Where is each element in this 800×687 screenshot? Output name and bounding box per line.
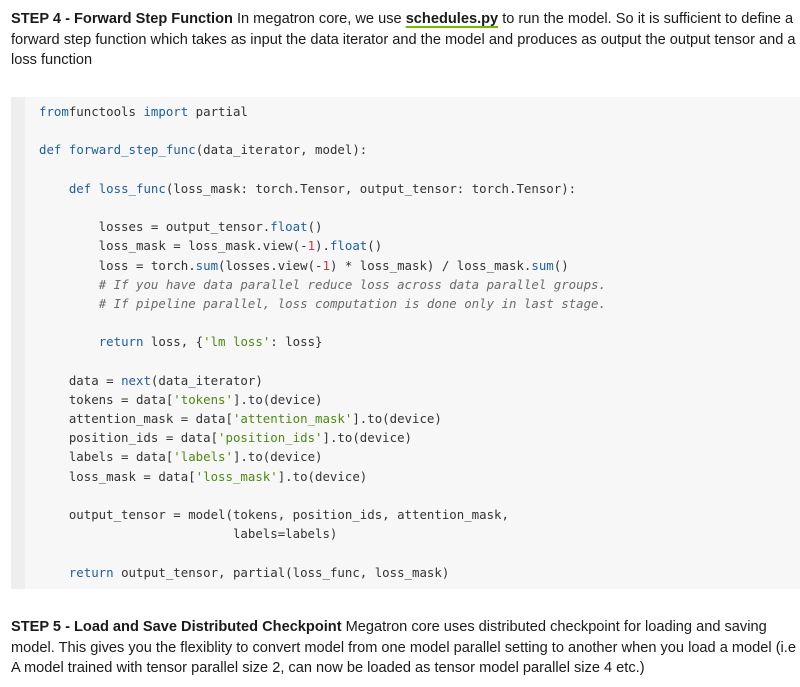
code-line: ​ [39, 313, 606, 332]
code-token: 1 [307, 238, 316, 254]
code-token: (losses.view(- [218, 257, 323, 273]
step4-title: STEP 4 - Forward Step Function [11, 11, 233, 27]
code-token [39, 277, 99, 292]
code-token: return [68, 564, 114, 580]
code-token: () [367, 238, 383, 254]
code-token: 'loss_mask' [195, 468, 278, 484]
code-token: 1 [322, 257, 330, 273]
code-token: # If pipeline parallel, loss computation… [98, 295, 606, 311]
code-token: functools [68, 104, 144, 119]
code-token: data = [39, 372, 122, 388]
code-token [39, 181, 69, 196]
code-block: fromfunctools import partial​def forward… [11, 97, 800, 589]
code-token: def [68, 180, 92, 196]
code-line: return output_tensor, partial(loss_func,… [39, 563, 606, 582]
code-line: ​ [39, 160, 606, 179]
code-token: attention_mask = data[ [39, 411, 233, 426]
step4-text-after-link: to run the model. So it is sufficient to… [11, 11, 796, 68]
code-line: def forward_step_func(data_iterator, mod… [39, 140, 606, 159]
code-line: ​ [39, 121, 606, 140]
code-token: ].to(device) [322, 430, 413, 446]
code-token: loss = torch. [39, 257, 196, 273]
code-line: data = next(data_iterator) [39, 371, 606, 390]
code-token: import [143, 104, 189, 119]
code-token [39, 296, 99, 311]
code-token: output_tensor = model(tokens, position_i… [39, 506, 509, 522]
code-token: loss, { [143, 334, 204, 350]
code-line: labels=labels) [39, 524, 606, 543]
code-line: fromfunctools import partial [39, 102, 606, 121]
code-token: labels=labels) [39, 526, 338, 542]
code-line: loss_mask = loss_mask.view(-1).float() [39, 236, 606, 255]
code-line: # If you have data parallel reduce loss … [39, 275, 606, 294]
step5-paragraph: STEP 5 - Load and Save Distributed Check… [11, 617, 796, 679]
code-token [91, 181, 98, 196]
code-content: fromfunctools import partial​def forward… [39, 102, 606, 582]
code-line: def loss_func(loss_mask: torch.Tensor, o… [39, 179, 606, 198]
code-token: : loss} [270, 334, 323, 350]
step4-paragraph: STEP 4 - Forward Step Function In megatr… [11, 9, 796, 71]
code-token: 'attention_mask' [232, 411, 353, 426]
code-token: ].to(device) [232, 449, 323, 465]
code-token: float [329, 238, 368, 254]
code-token: ). [315, 238, 330, 254]
code-line: # If pipeline parallel, loss computation… [39, 294, 606, 313]
code-token: float [270, 219, 308, 235]
code-token: partial [188, 104, 248, 119]
code-token: loss_func [98, 180, 166, 196]
code-token: sum [531, 257, 554, 273]
code-line: ​ [39, 198, 606, 217]
code-line: ​ [39, 543, 606, 562]
code-line: output_tensor = model(tokens, position_i… [39, 505, 606, 524]
code-line: ​ [39, 351, 606, 370]
code-token: losses = output_tensor. [39, 219, 271, 235]
code-token: from [39, 104, 69, 119]
code-line: position_ids = data['position_ids'].to(d… [39, 428, 606, 447]
code-line: loss = torch.sum(losses.view(-1) * loss_… [39, 256, 606, 275]
code-token: ) * loss_mask) / loss_mask. [329, 257, 532, 273]
code-token [39, 334, 99, 349]
code-line: attention_mask = data['attention_mask'].… [39, 409, 606, 428]
code-token [39, 565, 69, 580]
code-token: output_tensor, partial(loss_func, loss_m… [113, 564, 450, 580]
code-line: losses = output_tensor.float() [39, 217, 606, 236]
code-token: 'position_ids' [218, 430, 323, 446]
code-token: labels = data[ [39, 449, 174, 465]
code-token: forward_step_func [68, 142, 196, 158]
code-token: 'lm loss' [203, 334, 271, 350]
step5-title: STEP 5 - Load and Save Distributed Check… [11, 619, 342, 635]
code-token: position_ids = data[ [39, 430, 219, 446]
code-token: sum [195, 257, 219, 273]
code-line: tokens = data['tokens'].to(device) [39, 390, 606, 409]
code-token: return [98, 334, 144, 350]
code-token: ].to(device) [232, 391, 323, 407]
code-line: ​ [39, 486, 606, 505]
code-token: (data_iterator, model): [195, 142, 368, 158]
code-token: loss_mask = loss_mask.view(- [39, 238, 308, 254]
code-token: 'labels' [173, 449, 233, 465]
code-token: (data_iterator) [150, 372, 263, 388]
code-token: ].to(device) [277, 468, 368, 484]
code-token: ].to(device) [352, 411, 442, 426]
code-token: (loss_mask: torch.Tensor, output_tensor:… [165, 180, 577, 196]
code-token: tokens = data[ [39, 391, 174, 407]
code-line: return loss, {'lm loss': loss} [39, 332, 606, 351]
code-token: () [553, 257, 569, 273]
code-token [61, 142, 68, 157]
code-token: 'tokens' [173, 391, 233, 407]
code-token: () [307, 219, 323, 235]
code-token: # If you have data parallel reduce loss … [98, 276, 606, 292]
code-token: def [39, 142, 62, 158]
code-token: loss_mask = data[ [39, 468, 196, 484]
code-line: labels = data['labels'].to(device) [39, 447, 606, 466]
step4-text-before-link: In megatron core, we use [232, 11, 406, 27]
schedules-link[interactable]: schedules.py [405, 11, 499, 27]
code-token: next [121, 372, 151, 388]
step5-text: Megatron core uses distributed checkpoin… [11, 619, 796, 676]
code-line: loss_mask = data['loss_mask'].to(device) [39, 467, 606, 486]
